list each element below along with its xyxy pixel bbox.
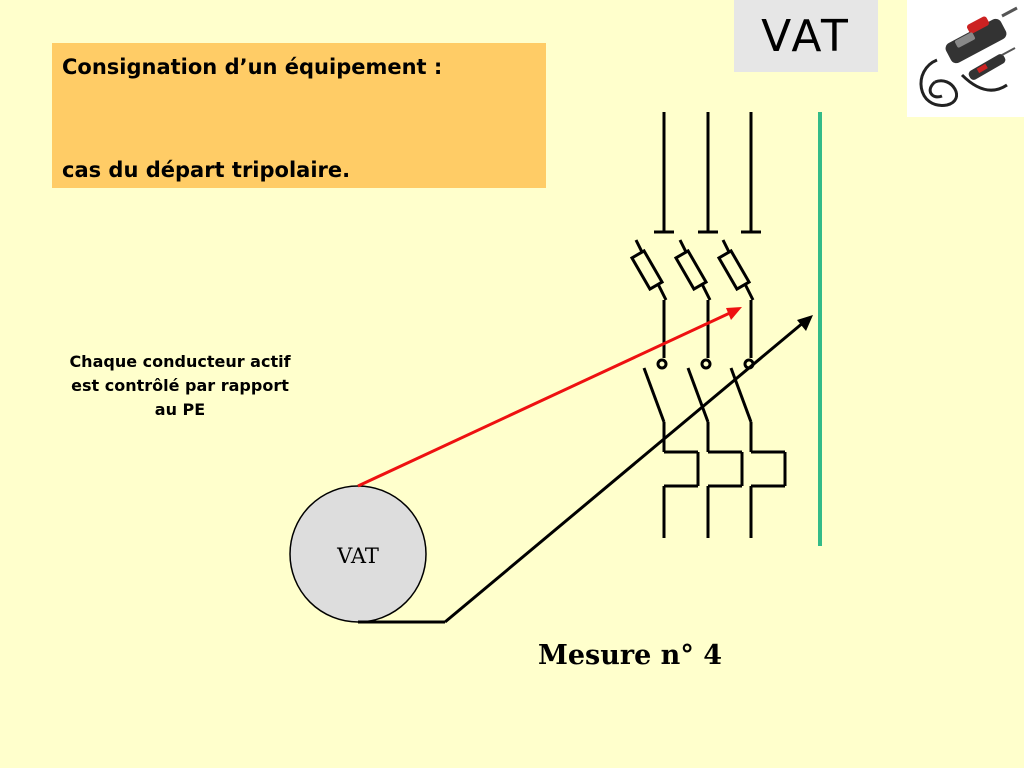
vat-meter: VAT bbox=[289, 485, 427, 623]
probe-black bbox=[358, 315, 813, 624]
phase-1 bbox=[629, 112, 700, 538]
probe-red bbox=[357, 307, 742, 488]
caption: Chaque conducteur actif est contrôlé par… bbox=[69, 352, 291, 419]
phase-3 bbox=[716, 112, 787, 538]
title-box: Consignation d’un équipement : cas du dé… bbox=[52, 43, 546, 188]
title-line-2: cas du départ tripolaire. bbox=[62, 158, 351, 182]
title-line-1: Consignation d’un équipement : bbox=[62, 55, 443, 79]
voltage-tester-icon bbox=[907, 0, 1024, 117]
vat-meter-label: VAT bbox=[336, 544, 379, 568]
vat-badge: VAT bbox=[734, 0, 878, 72]
measure-label: Mesure n° 4 bbox=[537, 640, 723, 671]
phase-2 bbox=[673, 112, 744, 538]
